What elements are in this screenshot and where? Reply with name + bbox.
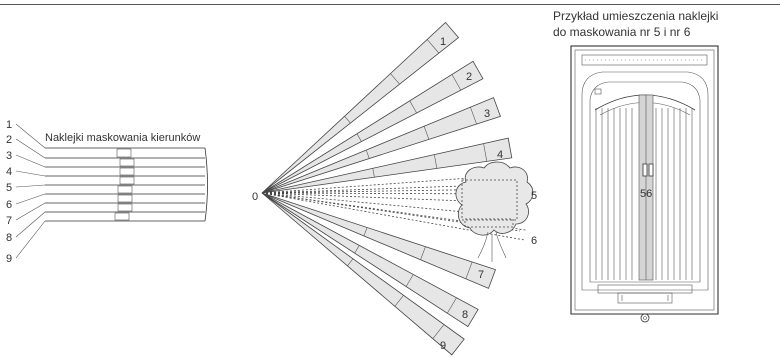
direction-strip-3 xyxy=(261,97,501,194)
strip-tick xyxy=(432,324,445,339)
right-panel-title-line1: Przykład umieszczenia naklejki xyxy=(553,9,718,23)
leader-line-6 xyxy=(15,193,46,205)
strip-tick xyxy=(347,258,354,267)
direction-dashed-5 xyxy=(261,192,521,195)
line-label-5: 5 xyxy=(6,182,12,194)
sticker-5-marker xyxy=(642,163,648,177)
masking-patch-6 xyxy=(117,194,133,203)
line-label-1: 1 xyxy=(6,119,12,131)
device-drawing xyxy=(570,45,719,323)
strip-tick xyxy=(365,149,370,159)
direction-strip-9 xyxy=(261,192,465,356)
line-labels: 1 2 3 4 5 6 7 8 9 xyxy=(6,119,12,265)
strip-tick xyxy=(423,126,430,140)
strip-tick xyxy=(394,295,404,307)
line-label-7: 7 xyxy=(6,215,12,227)
masking-patch-7 xyxy=(117,203,133,212)
line-bundle-end xyxy=(204,147,208,222)
origin-label: 0 xyxy=(252,191,258,203)
strip-tick xyxy=(409,100,417,114)
direction-strip-1 xyxy=(261,21,460,194)
fan-dashed-line xyxy=(261,192,519,218)
masking-patch-4 xyxy=(119,176,135,185)
masking-patch-8 xyxy=(114,212,130,221)
strip-tick xyxy=(356,133,362,142)
tree-shape xyxy=(455,161,534,236)
line-label-3: 3 xyxy=(6,150,12,162)
strip-tick xyxy=(344,116,351,124)
leader-line-5 xyxy=(15,184,46,188)
tree-trunk xyxy=(477,231,507,262)
leader-line-1 xyxy=(15,123,46,149)
ray-label-9: 9 xyxy=(440,340,446,352)
sticker-label: 56 xyxy=(640,188,652,200)
ray-label-8: 8 xyxy=(462,309,468,321)
direction-strip-2 xyxy=(261,60,484,194)
direction-rays xyxy=(261,21,526,356)
ray-label-1: 1 xyxy=(440,36,446,48)
center-panel: 0 1 2 3 4 5 6 7 8 9 xyxy=(252,21,537,356)
line-label-6: 6 xyxy=(6,199,12,211)
ray-label-7: 7 xyxy=(478,269,484,281)
ray-label-5: 5 xyxy=(531,190,537,202)
direction-strip-4 xyxy=(261,137,513,194)
line-label-4: 4 xyxy=(6,166,12,178)
strip-tick xyxy=(483,143,488,162)
sticker-6-outline xyxy=(464,218,514,228)
sticker-6-marker xyxy=(648,163,654,177)
masking-patch-1 xyxy=(116,148,132,158)
masking-patch-2 xyxy=(119,158,135,167)
strip-tick xyxy=(470,107,477,125)
right-panel: Przykład umieszczenia naklejki do maskow… xyxy=(553,9,719,323)
strip-tick xyxy=(451,74,462,91)
direction-strip-8 xyxy=(261,192,479,328)
leader-line-3 xyxy=(15,154,46,168)
strip-tick xyxy=(354,245,360,254)
masking-patch-3 xyxy=(119,167,135,176)
direction-strip-7 xyxy=(261,192,497,289)
strip-tick xyxy=(465,261,473,279)
ray-label-4: 4 xyxy=(497,149,503,161)
direction-dashed-5 xyxy=(261,183,520,194)
leader-line-8 xyxy=(15,211,46,238)
ray-label-6: 6 xyxy=(531,235,537,247)
masking-patches xyxy=(114,148,135,221)
masking-patch-5 xyxy=(117,185,133,194)
strip-tick xyxy=(372,168,375,178)
left-panel-title: Naklejki maskowania kierunków xyxy=(45,132,200,144)
line-label-2: 2 xyxy=(6,134,12,146)
strip-tick xyxy=(426,39,440,54)
line-label-8: 8 xyxy=(6,232,12,244)
masking-lines xyxy=(15,123,208,259)
strip-tick xyxy=(434,154,438,169)
strip-tick xyxy=(405,274,414,287)
line-label-9: 9 xyxy=(6,253,12,265)
right-panel-title-line2: do maskowania nr 5 i nr 6 xyxy=(553,25,691,39)
leader-line-4 xyxy=(15,170,46,177)
strip-tick xyxy=(447,297,457,314)
ray-label-2: 2 xyxy=(466,71,472,83)
ray-label-3: 3 xyxy=(484,108,490,120)
ray-labels: 1 2 3 4 5 6 7 8 9 xyxy=(440,36,537,352)
strip-tick xyxy=(390,73,400,85)
leader-line-7 xyxy=(15,202,46,221)
sticker-5-outline xyxy=(461,179,518,221)
strip-tick xyxy=(363,227,368,237)
left-panel: Naklejki maskowania kierunków 1 2 3 4 5 6 7 8 9 xyxy=(6,119,208,265)
leader-line-9 xyxy=(15,220,46,259)
leader-line-2 xyxy=(15,138,46,159)
strip-tick xyxy=(420,246,426,260)
